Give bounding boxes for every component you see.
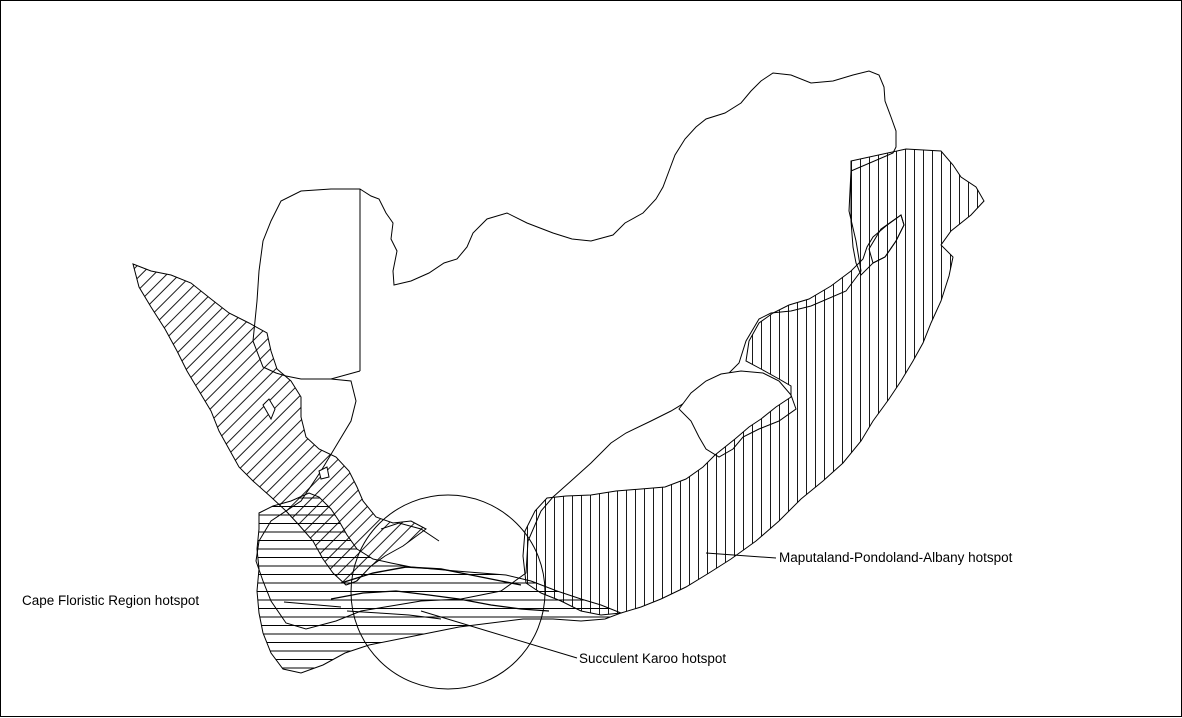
succulent-karoo-label: Succulent Karoo hotspot	[579, 651, 727, 666]
karoo-leader-line	[420, 610, 578, 659]
mountain-fragment-1	[340, 566, 522, 586]
cape-floristic-label: Cape Floristic Region hotspot	[22, 593, 200, 608]
succulent-karoo-hotspot-region	[132, 263, 427, 586]
border-line-south-west	[301, 370, 361, 380]
mountain-fragment-4	[380, 522, 440, 542]
overlap-circle	[350, 494, 546, 690]
mountain-fragment-3	[346, 610, 442, 620]
inland-pan-2	[318, 466, 330, 480]
mountain-fragment-2	[330, 590, 550, 612]
maputaland-label: Maputaland-Pondoland-Albany hotspot	[779, 550, 1013, 565]
cape-leader-line	[283, 601, 342, 608]
cape-floristic-hotspot-region	[256, 492, 623, 674]
maputaland-leader-line	[705, 552, 777, 559]
maputaland-hotspot-region	[522, 148, 985, 616]
inland-pan-1	[262, 398, 276, 421]
